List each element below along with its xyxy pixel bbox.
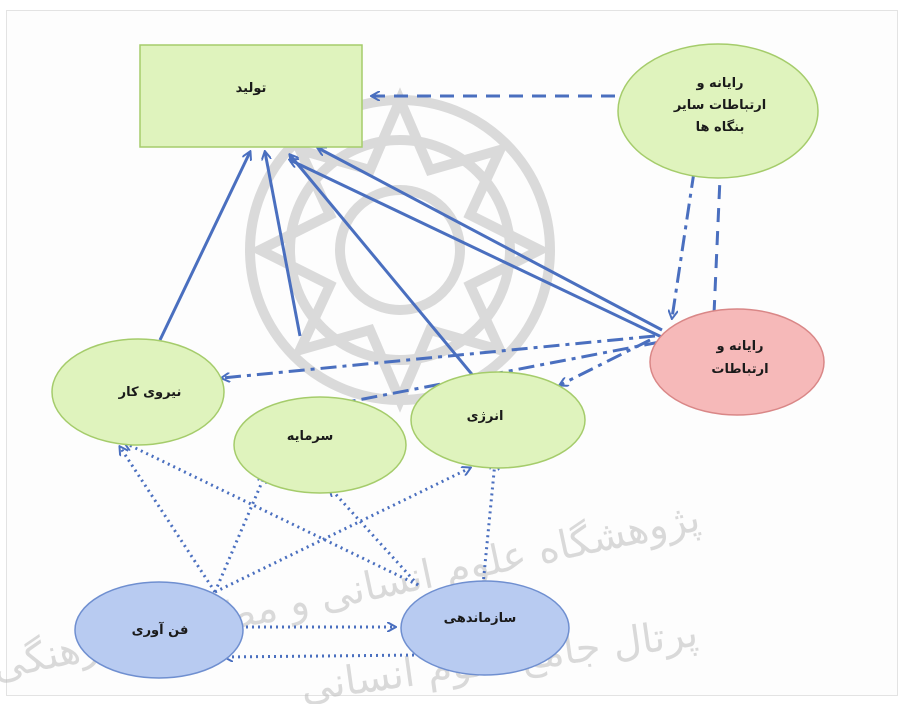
technology-node bbox=[74, 581, 244, 679]
arrow-ict-to-labor bbox=[222, 334, 656, 378]
energy-node bbox=[410, 371, 586, 469]
organization-node bbox=[400, 580, 570, 676]
arrow-organization-to-labor bbox=[125, 443, 419, 587]
arrow-ict-to-production-1 bbox=[318, 148, 663, 332]
arrow-organization-to-technology bbox=[225, 655, 421, 657]
line-ict-to-ict-other bbox=[712, 177, 722, 315]
arrow-ict-to-production-2 bbox=[290, 160, 669, 342]
production-label: تولید bbox=[236, 81, 267, 96]
energy-label: انرژی bbox=[467, 409, 504, 424]
ict-other-label-line3: بنگاه ها bbox=[696, 119, 745, 135]
ict-label-line1: رایانه و bbox=[715, 339, 763, 354]
technology-label: فن آوری bbox=[132, 621, 189, 638]
capital-node bbox=[233, 396, 407, 494]
production-box bbox=[139, 44, 363, 148]
ict-label-line2: ارتباطات bbox=[711, 362, 768, 377]
arrow-technology-to-labor bbox=[120, 447, 217, 593]
capital-label: سرمایه bbox=[287, 429, 334, 444]
arrow-technology-to-capital bbox=[213, 475, 265, 593]
arrow-labor-to-production bbox=[158, 152, 250, 341]
arrow-ict-other-to-ict bbox=[672, 171, 696, 318]
arrow-ict-to-energy bbox=[560, 338, 651, 385]
ict-other-label-line1: رایانه و bbox=[695, 76, 743, 91]
dotted-arrows bbox=[120, 443, 495, 657]
arrow-organization-to-capital bbox=[330, 488, 420, 587]
arrow-energy-to-production bbox=[290, 155, 477, 379]
ict-other-label-line2: ارتباطات سایر bbox=[673, 98, 766, 113]
arrow-capital-to-production bbox=[265, 152, 302, 337]
ict-other-firms-node bbox=[617, 43, 819, 179]
organization-label: سازماندهی bbox=[444, 611, 517, 626]
ict-node bbox=[649, 308, 825, 416]
labor-label: نیروی کار bbox=[118, 385, 182, 400]
solid-arrows bbox=[158, 148, 669, 379]
arrow-organization-to-energy bbox=[481, 462, 495, 586]
labor-node bbox=[51, 338, 225, 446]
